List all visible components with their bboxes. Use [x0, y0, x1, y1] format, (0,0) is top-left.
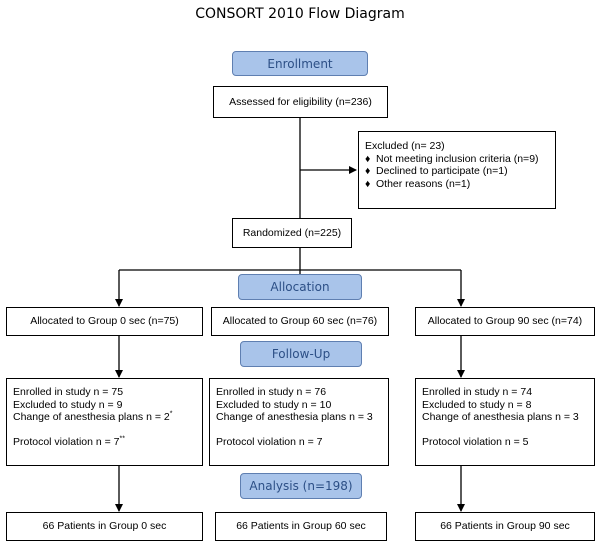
bullet-icon: ♦ [365, 165, 371, 177]
enrolled-text: Enrolled in study n = 74 [422, 386, 533, 398]
protocol-text: Protocol violation n = 7** [13, 435, 125, 448]
excluded-box: Excluded (n= 23) ♦ Not meeting inclusion … [358, 131, 556, 209]
final-label: 66 Patients in Group 0 sec [42, 520, 167, 533]
excluded-header: Excluded (n= 23) [365, 140, 445, 152]
final-label: 66 Patients in Group 60 sec [236, 520, 366, 533]
allocated-box-group0: Allocated to Group 0 sec (n=75) [6, 307, 203, 336]
followup-box-group60: Enrolled in study n = 76 Excluded to stu… [209, 378, 389, 466]
allocated-label: Allocated to Group 60 sec (n=76) [222, 315, 378, 328]
enrolled-text: Enrolled in study n = 75 [13, 386, 124, 398]
excluded-item-text: Declined to participate (n=1) [376, 165, 508, 177]
change-text: Change of anesthesia plans n = 3 [216, 411, 373, 423]
bullet-icon: ♦ [365, 152, 371, 165]
allocated-box-group90: Allocated to Group 90 sec (n=74) [415, 307, 595, 336]
allocated-box-group60: Allocated to Group 60 sec (n=76) [211, 307, 389, 336]
diagram-title: CONSORT 2010 Flow Diagram [195, 6, 405, 22]
followup-box-group0: Enrolled in study n = 75 Excluded to stu… [6, 378, 203, 466]
allocation-stage: Allocation [238, 274, 362, 300]
randomized-label: Randomized (n=225) [242, 226, 342, 239]
change-text: Change of anesthesia plans n = 2* [13, 410, 173, 424]
allocated-label: Allocated to Group 90 sec (n=74) [427, 315, 583, 328]
final-label: 66 Patients in Group 90 sec [440, 520, 570, 533]
final-box-group60: 66 Patients in Group 60 sec [215, 512, 387, 541]
analysis-stage: Analysis (n=198) [240, 473, 362, 499]
assessed-label: Assessed for eligibility (n=236) [229, 95, 372, 108]
protocol-text: Protocol violation n = 5 [422, 435, 529, 448]
footnote-mark: * [169, 410, 173, 418]
enrollment-label: Enrollment [267, 56, 333, 71]
protocol-text: Protocol violation n = 7 [216, 435, 323, 448]
excluded-text: Excluded to study n = 8 [422, 398, 532, 411]
excluded-text: Excluded to study n = 10 [216, 398, 332, 411]
footnote-mark: ** [119, 435, 125, 442]
randomized-box: Randomized (n=225) [232, 218, 352, 248]
excluded-item: ♦ Declined to participate (n=1) [365, 165, 549, 178]
assessed-box: Assessed for eligibility (n=236) [213, 86, 388, 118]
change-text: Change of anesthesia plans n = 3 [422, 411, 579, 423]
final-box-group90: 66 Patients in Group 90 sec [415, 512, 595, 541]
excluded-item-text: Other reasons (n=1) [376, 177, 471, 190]
followup-label: Follow-Up [271, 347, 331, 361]
enrolled-text: Enrolled in study n = 76 [216, 386, 327, 398]
bullet-icon: ♦ [365, 177, 371, 190]
excluded-item: ♦ Other reasons (n=1) [365, 178, 549, 191]
excluded-item: ♦ Not meeting inclusion criteria (n=9) [365, 153, 549, 166]
analysis-label: Analysis (n=198) [249, 479, 353, 493]
followup-box-group90: Enrolled in study n = 74 Excluded to stu… [415, 378, 595, 466]
enrollment-stage: Enrollment [232, 51, 368, 76]
followup-stage: Follow-Up [240, 341, 362, 367]
allocation-label: Allocation [270, 280, 330, 294]
allocated-label: Allocated to Group 0 sec (n=75) [30, 315, 179, 328]
final-box-group0: 66 Patients in Group 0 sec [6, 512, 203, 541]
excluded-text: Excluded to study n = 9 [13, 398, 123, 411]
excluded-item-text: Not meeting inclusion criteria (n=9) [376, 152, 539, 165]
